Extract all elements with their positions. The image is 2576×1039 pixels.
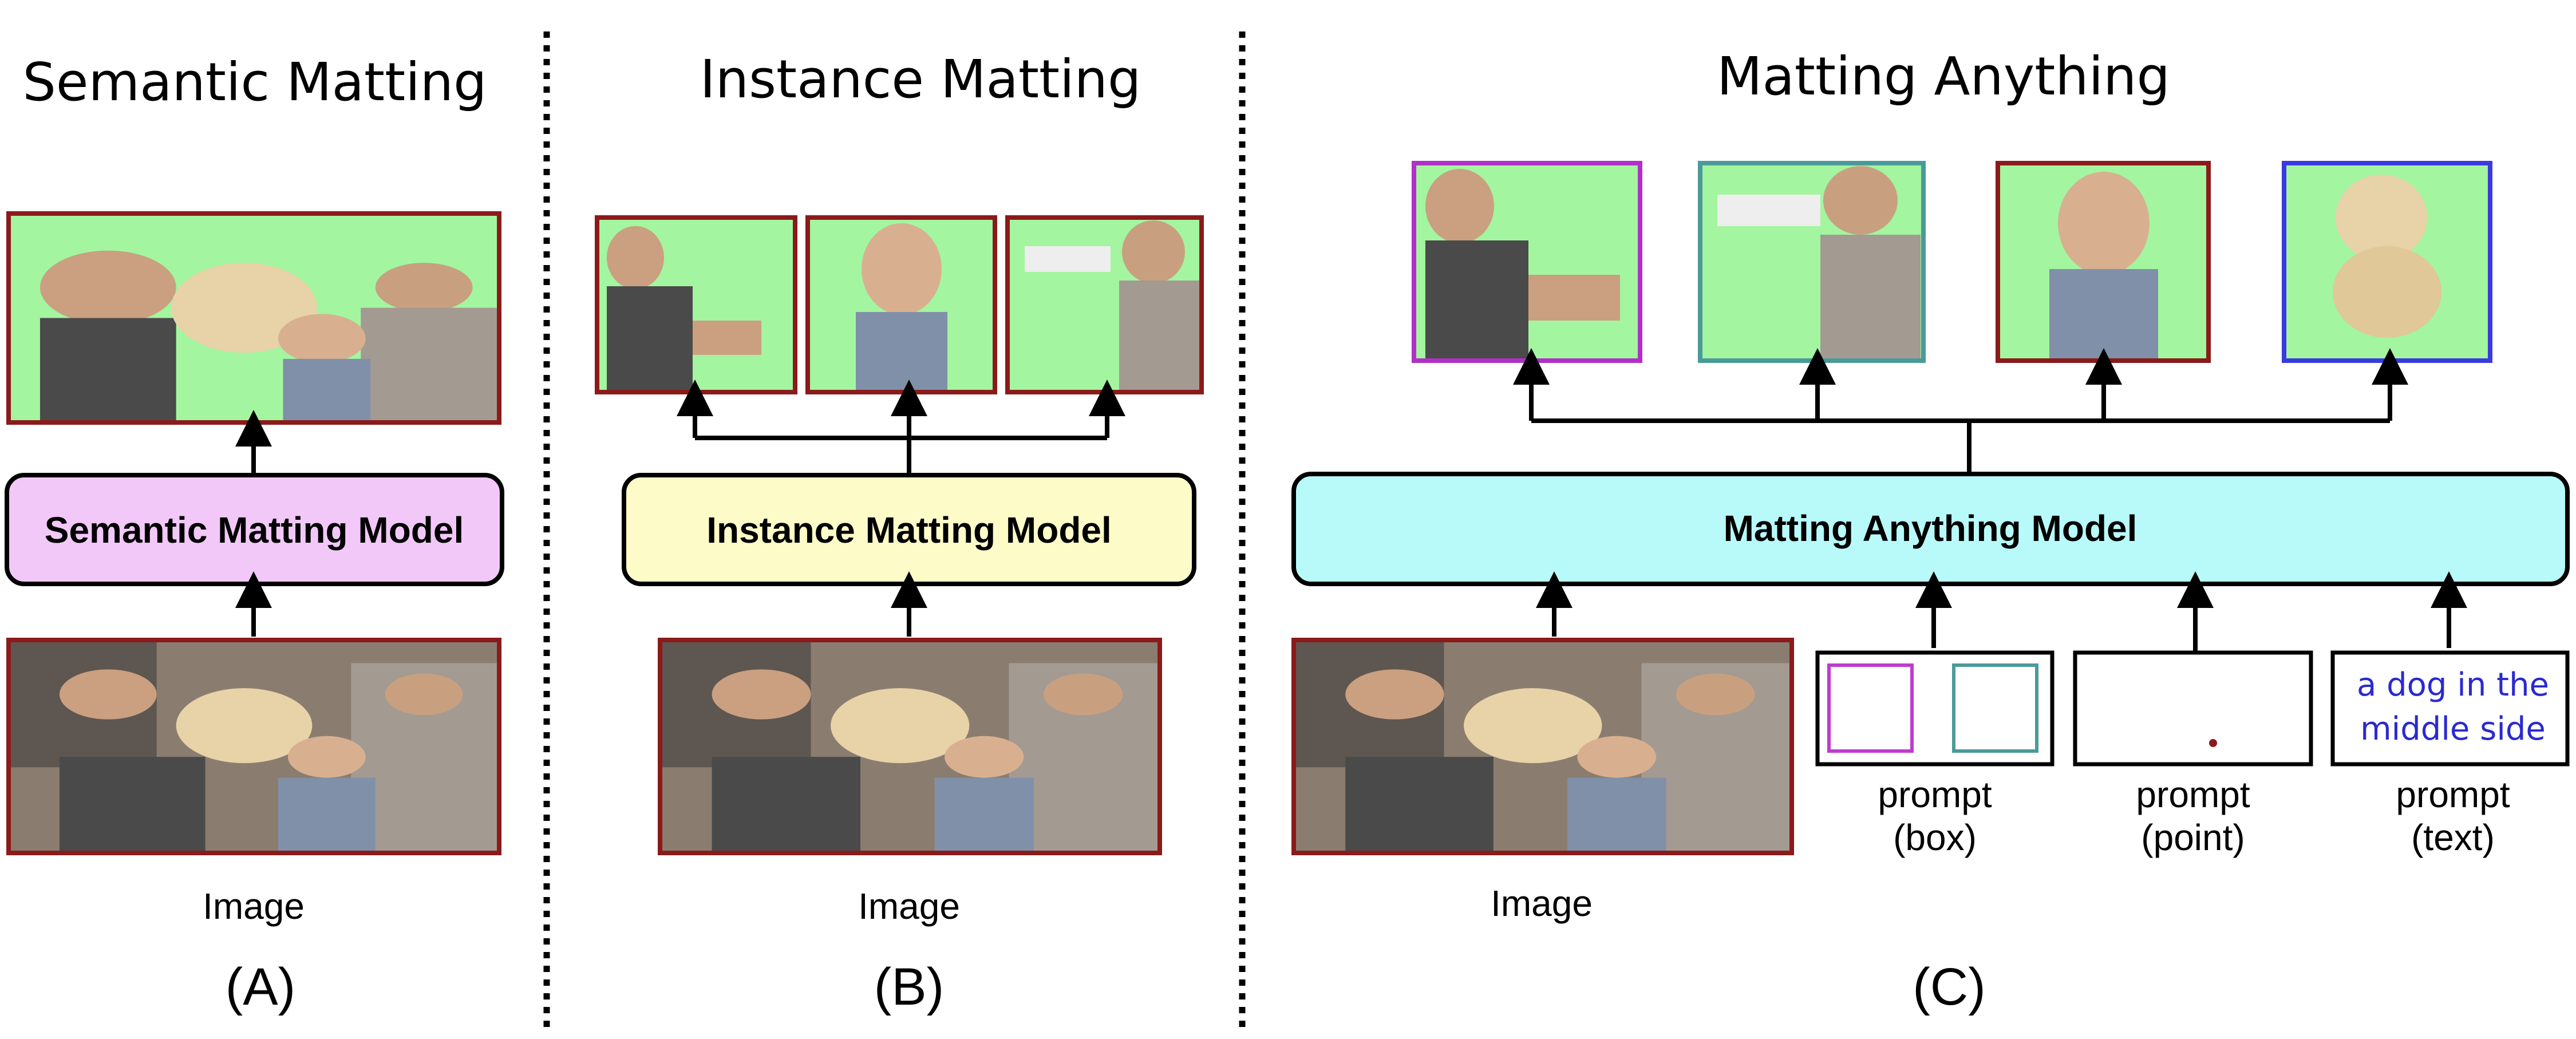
panel-a-input-image	[6, 638, 501, 855]
panel-c: Matting Anything	[1291, 46, 2570, 1016]
box-prompt-label-line1: prompt	[1878, 774, 1992, 815]
point-prompt-label-line2: (point)	[2141, 817, 2245, 858]
text-prompt-content-line2: middle side	[2360, 710, 2546, 748]
point-prompt-dot	[2209, 739, 2217, 747]
text-prompt-content-line1: a dog in the	[2357, 666, 2549, 704]
panel-b-label: (B)	[874, 958, 945, 1016]
box-prompt-label-line2: (box)	[1893, 817, 1977, 858]
text-prompt-label-line1: prompt	[2396, 774, 2510, 815]
panel-c-output-girl	[1996, 161, 2211, 363]
panel-b-output-woman	[595, 215, 797, 394]
panel-b-image-label: Image	[858, 886, 960, 927]
panel-c-output-woman	[1412, 161, 1642, 363]
panel-a-label: (A)	[226, 958, 296, 1016]
text-prompt: a dog in the middle side	[2330, 650, 2570, 767]
panel-b-branch-arrows	[677, 380, 1125, 476]
panel-b: Instance Matting Instance	[595, 49, 1204, 1016]
panel-c-label: (C)	[1913, 958, 1986, 1016]
text-prompt-label-line2: (text)	[2411, 817, 2495, 858]
panel-c-title: Matting Anything	[1717, 46, 2170, 107]
panel-c-branch-arrows	[1513, 348, 2408, 476]
panel-b-input-image	[658, 638, 1162, 855]
box-prompt-purple-box	[1827, 663, 1914, 753]
panel-c-image-label: Image	[1491, 883, 1593, 924]
panel-a-title: Semantic Matting	[23, 52, 487, 113]
panel-c-input-image	[1291, 638, 1794, 855]
panel-b-output-girl	[805, 215, 997, 394]
panel-c-output-dog	[2282, 161, 2492, 363]
panel-a-output-matte	[6, 211, 501, 425]
semantic-matting-model-label: Semantic Matting Model	[45, 509, 464, 551]
matting-anything-model-label: Matting Anything Model	[1724, 508, 2138, 549]
box-prompt	[1815, 650, 2055, 767]
panel-a-image-label: Image	[203, 886, 305, 927]
panel-a: Semantic Matting Semantic Matting Model …	[5, 52, 504, 1016]
instance-matting-model-label: Instance Matting Model	[706, 509, 1112, 551]
panel-b-title: Instance Matting	[700, 49, 1141, 110]
panel-b-output-man	[1005, 215, 1204, 394]
point-prompt-label-line1: prompt	[2136, 774, 2250, 815]
box-prompt-teal-box	[1952, 663, 2038, 753]
panel-c-output-man	[1698, 161, 1926, 363]
point-prompt	[2073, 650, 2313, 767]
